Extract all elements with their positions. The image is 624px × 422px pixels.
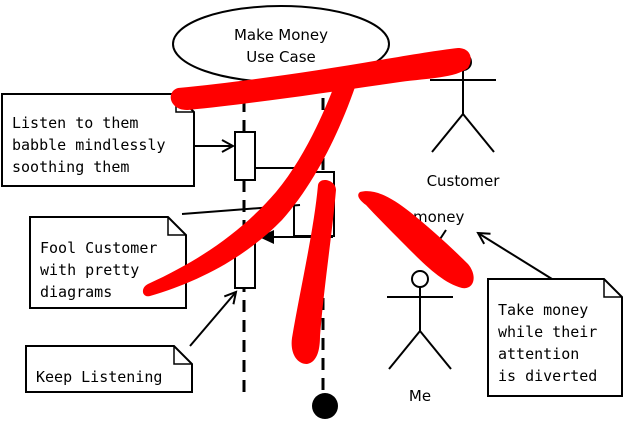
note-listen: Listen to them babble mindlessly soothin… bbox=[1, 93, 195, 187]
brush-stroke-vertical bbox=[291, 179, 336, 364]
note-keep-fold bbox=[173, 346, 192, 365]
use-case-title-line1: Make Money bbox=[234, 26, 328, 44]
note-fool-line1: Fool Customer bbox=[40, 239, 157, 257]
use-case: Make Money Use Case bbox=[172, 5, 390, 83]
red-brush-overlay bbox=[142, 48, 474, 364]
note-listen-box bbox=[1, 93, 195, 187]
note-take-box bbox=[487, 278, 623, 397]
note-take-line2: while their bbox=[498, 323, 597, 341]
use-case-title-line2: Use Case bbox=[246, 48, 316, 66]
actor-me-label: Me bbox=[409, 387, 431, 405]
note-take-line3: attention bbox=[498, 345, 579, 363]
note-fool-fold bbox=[167, 217, 186, 236]
actor-me bbox=[387, 270, 453, 370]
note-listen-line2: babble mindlessly bbox=[12, 136, 166, 154]
activation-bar-top bbox=[234, 131, 256, 181]
note-fool-line2: with pretty bbox=[40, 261, 139, 279]
note-take-line1: Take money bbox=[498, 301, 588, 319]
money-message-label: money bbox=[413, 208, 465, 226]
note-fool-line3: diagrams bbox=[40, 283, 112, 301]
note-take-arrow bbox=[478, 233, 553, 280]
note-listen-line3: soothing them bbox=[12, 158, 129, 176]
actor-customer-leg-left bbox=[431, 113, 464, 153]
actor-me-head bbox=[411, 270, 429, 288]
actor-me-leg-left bbox=[388, 330, 421, 370]
actor-customer-label: Customer bbox=[427, 172, 501, 190]
note-take-line4: is diverted bbox=[498, 367, 597, 385]
note-take: Take money while their attention is dive… bbox=[487, 278, 623, 397]
actor-customer-leg-right bbox=[462, 113, 495, 153]
note-listen-line1: Listen to them bbox=[12, 114, 138, 132]
end-terminal-dot bbox=[312, 393, 338, 419]
note-keep-arrow bbox=[189, 292, 236, 347]
note-fool: Fool Customer with pretty diagrams bbox=[29, 216, 187, 309]
note-take-fold bbox=[603, 279, 622, 298]
brush-stroke-right bbox=[358, 191, 474, 289]
note-keep-line1: Keep Listening bbox=[36, 368, 162, 386]
note-keep-box bbox=[25, 345, 193, 393]
actor-me-leg-right bbox=[419, 330, 452, 370]
brush-stroke-diagonal bbox=[142, 72, 360, 297]
note-keep: Keep Listening bbox=[25, 345, 193, 393]
brush-stroke-top bbox=[170, 48, 471, 111]
